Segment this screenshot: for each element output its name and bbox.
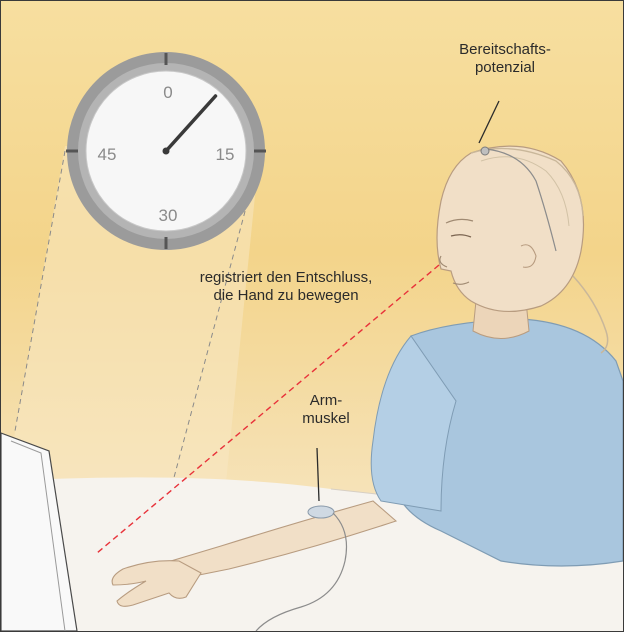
clock-number-45: 45 (98, 145, 117, 164)
arm-electrode (308, 506, 334, 518)
arm-muscle-label-line1: Arm- (276, 392, 376, 410)
clock-number-30: 30 (159, 206, 178, 225)
clock-center-pin (163, 148, 170, 155)
clock-number-0: 0 (163, 83, 172, 102)
arm-muscle-label-line2: muskel (276, 410, 376, 428)
readiness-potential-label-line1: Bereitschafts- (431, 41, 579, 59)
clock-number-15: 15 (216, 145, 235, 164)
head (437, 146, 584, 311)
potential-leader-line (479, 101, 499, 143)
decision-label-line2: die Hand zu bewegen (151, 287, 421, 305)
decision-label: registriert den Entschluss, die Hand zu … (151, 269, 421, 305)
arm-muscle-label: Arm- muskel (276, 392, 376, 428)
head-electrode (481, 147, 489, 155)
readiness-potential-label-line2: potenzial (431, 59, 579, 77)
wall-clock: 0 15 30 45 (66, 52, 266, 250)
readiness-potential-label: Bereitschafts- potenzial (431, 41, 579, 77)
decision-label-line1: registriert den Entschluss, (151, 269, 421, 287)
